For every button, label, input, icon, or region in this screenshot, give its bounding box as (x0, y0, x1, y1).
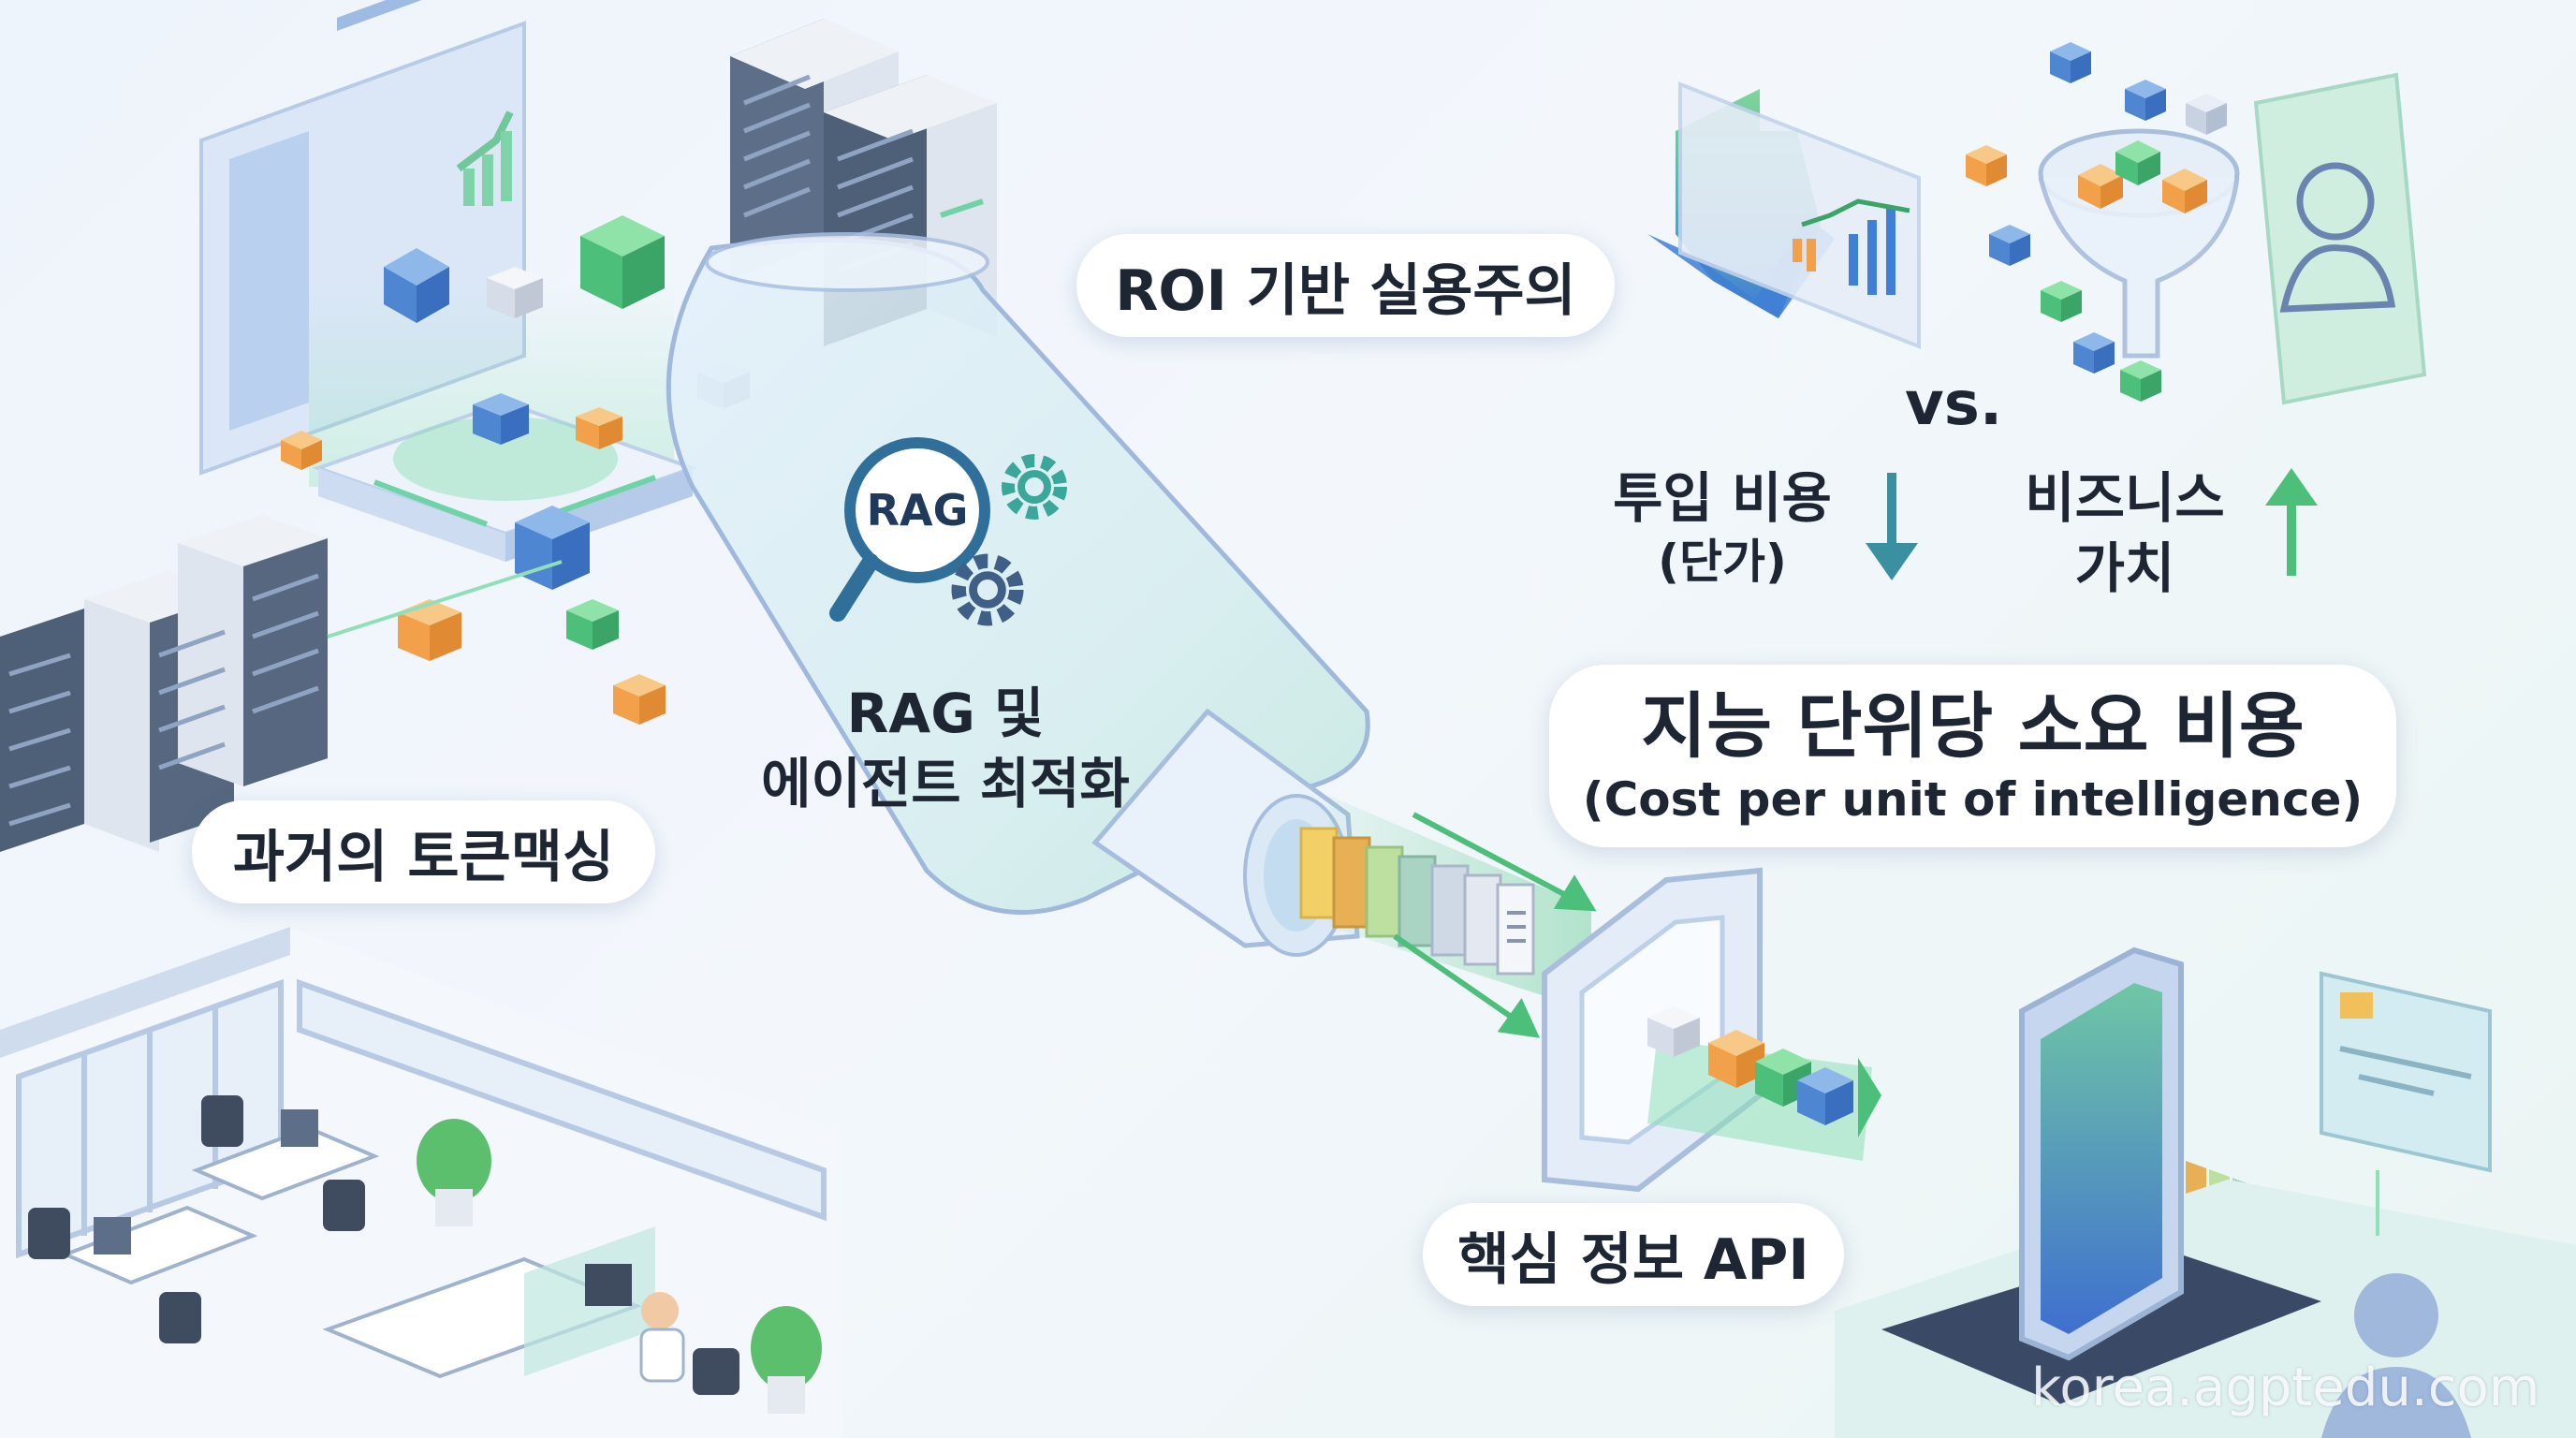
cost-per-unit-ko: 지능 단위당 소요 비용 (1641, 683, 2305, 768)
roi-pill: ROI 기반 실용주의 (1076, 234, 1615, 337)
data-cubes (281, 215, 750, 725)
core-api-label: 핵심 정보 API (1457, 1226, 1809, 1293)
token-maxing-pill: 과거의 토큰맥싱 (192, 800, 655, 903)
cost-per-unit-en: (Cost per unit of intelligence) (1582, 771, 2364, 827)
person-icon (2253, 72, 2427, 405)
plant-icon (751, 1306, 822, 1414)
magnifier-icon (829, 437, 990, 622)
watermark: korea.agptedu.com (2031, 1357, 2540, 1418)
rag-emblem: RAG (824, 431, 1067, 655)
filter-frame-icon (1542, 867, 1881, 1193)
token-maxing-label: 과거의 토큰맥싱 (232, 824, 615, 890)
arrow-up-icon (2265, 468, 2318, 576)
business-value-label-2: 가치 (2074, 536, 2175, 600)
gear-icon (951, 553, 1024, 626)
gear-icon (1002, 454, 1067, 520)
rag-caption-2: 에이전트 최적화 (761, 752, 1130, 815)
person-icon (2321, 1273, 2471, 1438)
dashboard-icon (1678, 81, 1921, 349)
rag-badge-label: RAG (866, 485, 969, 536)
roi-label: ROI 기반 실용주의 (1115, 257, 1576, 324)
token-blocks (1299, 827, 1535, 976)
office-desk-icon (0, 927, 842, 1438)
vs-label: vs. (1905, 370, 2003, 439)
arrow-down-icon (1866, 473, 1918, 580)
data-cubes (1966, 42, 2227, 402)
business-value-label: 비즈니스 (2025, 466, 2225, 530)
plant-icon (417, 1119, 491, 1226)
core-api-pill: 핵심 정보 API (1423, 1203, 1844, 1306)
rag-caption-1: RAG 및 (846, 682, 1045, 745)
input-cost-sub-label: (단가) (1658, 535, 1787, 589)
input-cost-label: 투입 비용 (1613, 466, 1832, 530)
cost-per-unit-pill: 지능 단위당 소요 비용 (Cost per unit of intellige… (1549, 665, 2396, 847)
funnel-icon (2038, 128, 2240, 359)
server-rack-icon (0, 515, 563, 852)
credit-card-icon (2320, 971, 2492, 1173)
flow-arrows (1393, 812, 1597, 1038)
person-icon (639, 1292, 685, 1383)
